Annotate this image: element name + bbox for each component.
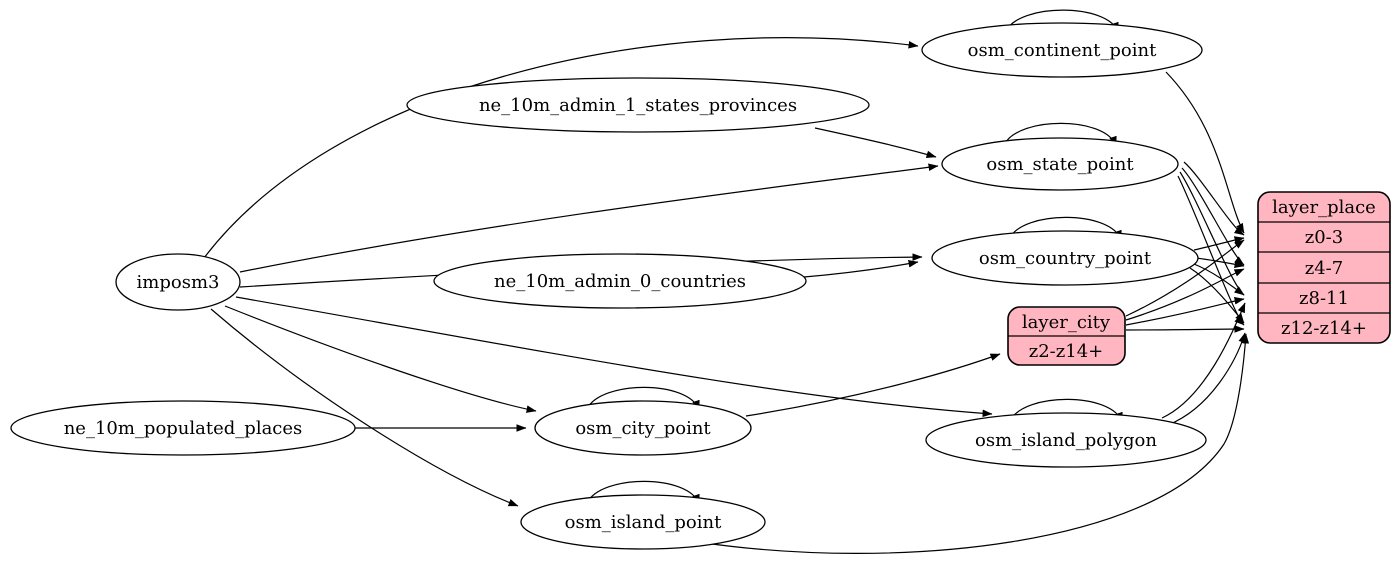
edge-imposm3-osm_island_polygon [235, 296, 993, 418]
edge-layer_city-layer_place-z12-z14 [1125, 325, 1245, 333]
ne-places-label: ne_10m_populated_places [64, 418, 303, 439]
osm-continent-ellipse [921, 22, 1203, 78]
edge-loop-osm_island_point [586, 480, 700, 505]
ne-admin1-label: ne_10m_admin_1_states_provinces [479, 95, 797, 116]
osm-island-point-ellipse [520, 494, 766, 550]
edge-osm_country_point-layer_place-z4-7 [1195, 257, 1245, 268]
node-ne-10m-admin-1-states-provinces: ne_10m_admin_1_states_provinces [406, 77, 870, 133]
layer-city-row-z2-z14: z2-z14+ [1029, 341, 1104, 362]
edge-osm_city_point-layer_city-z2-z14 [745, 353, 1001, 417]
layer-place-row-z4-7: z4-7 [1305, 258, 1343, 279]
edge-imposm3-osm_city_point [224, 305, 537, 413]
edge-loop-osm_country_point [1008, 216, 1122, 241]
edge-ne_10m_admin_1_states_provinces-osm_state_point [814, 127, 937, 159]
edge-osm_state_point-layer_place-z0-3 [1183, 161, 1245, 236]
osm-city-ellipse [534, 400, 752, 456]
edge-layer_city-layer_place-z8-11 [1125, 297, 1245, 326]
osm-continent-label: osm_continent_point [968, 40, 1157, 61]
edge-loop-osm_city_point [586, 386, 700, 411]
node-layer-place: layer_place z0-3 z4-7 z8-11 z12-z14+ [1257, 191, 1391, 344]
edge-imposm3-osm_continent_point [203, 37, 919, 259]
edge-loop-osm_state_point [1003, 122, 1117, 147]
node-ne-10m-admin-0-countries: ne_10m_admin_0_countries [433, 253, 807, 309]
node-ne-10m-populated-places: ne_10m_populated_places [10, 400, 356, 456]
edge-imposm3-osm_state_point [239, 163, 939, 273]
edge-osm_country_point-layer_place-z8-11 [1193, 263, 1245, 296]
edge-osm_state_point-layer_place-z4-7 [1181, 167, 1245, 266]
osm-island-polygon-label: osm_island_polygon [975, 430, 1157, 451]
edge-osm_country_point-layer_place-z0-3 [1193, 236, 1245, 251]
osm-island-polygon-ellipse [925, 412, 1207, 468]
osm-country-ellipse [931, 230, 1199, 286]
layer-place-row-z8-11: z8-11 [1299, 288, 1349, 309]
layer-place-row-z0-3: z0-3 [1305, 227, 1343, 248]
edge-loop-osm_continent_point [1005, 9, 1119, 33]
node-layer-city: layer_city z2-z14+ [1007, 306, 1126, 366]
imposm3-ellipse [115, 253, 241, 311]
edge-osm_state_point-layer_place-z8-11 [1179, 171, 1245, 296]
edge-imposm3-osm_island_point [210, 308, 519, 507]
ne-admin1-ellipse [406, 77, 870, 133]
edge-osm_island_polygon-layer_place-z12-z14 [1167, 332, 1246, 426]
node-osm-country-point: osm_country_point [931, 230, 1199, 286]
edge-osm_country_point-layer_place-z12-z14 [1189, 267, 1245, 324]
layer-place-title: layer_place [1272, 197, 1376, 218]
layer-place-box [1257, 191, 1391, 344]
ne-places-ellipse [10, 400, 356, 456]
ne-admin0-ellipse [433, 253, 807, 309]
layer-place-row-z12-z14: z12-z14+ [1281, 318, 1367, 339]
edge-layer_city-layer_place-z4-7 [1125, 268, 1245, 321]
node-imposm3: imposm3 [115, 253, 241, 311]
node-osm-island-polygon: osm_island_polygon [925, 412, 1207, 468]
edge-layer_city-layer_place-z0-3 [1125, 239, 1245, 317]
edge-ne_10m_admin_0_countries-osm_country_point [803, 259, 919, 278]
edge-osm_continent_point-layer_place-z0-3 [1165, 71, 1245, 234]
osm-state-label: osm_state_point [986, 154, 1134, 175]
osm-country-label: osm_country_point [979, 248, 1152, 269]
osm-state-ellipse [941, 137, 1179, 191]
node-osm-state-point: osm_state_point [941, 137, 1179, 191]
edge-layer [203, 9, 1250, 554]
node-layer: imposm3 ne_10m_admin_1_states_provinces … [10, 22, 1391, 550]
osm-city-label: osm_city_point [575, 418, 711, 439]
edge-osm_island_polygon-layer_place-z8-11 [1161, 302, 1246, 419]
osm-island-point-label: osm_island_point [565, 512, 722, 533]
imposm3-label: imposm3 [137, 272, 220, 293]
edge-osm_island_point-layer_place-z12-z14 [697, 333, 1250, 554]
node-osm-continent-point: osm_continent_point [921, 22, 1203, 78]
edge-loop-osm_island_polygon [1009, 398, 1123, 423]
node-osm-island-point: osm_island_point [520, 494, 766, 550]
ne-admin0-label: ne_10m_admin_0_countries [494, 271, 746, 292]
node-osm-city-point: osm_city_point [534, 400, 752, 456]
layer-city-title: layer_city [1022, 312, 1111, 333]
